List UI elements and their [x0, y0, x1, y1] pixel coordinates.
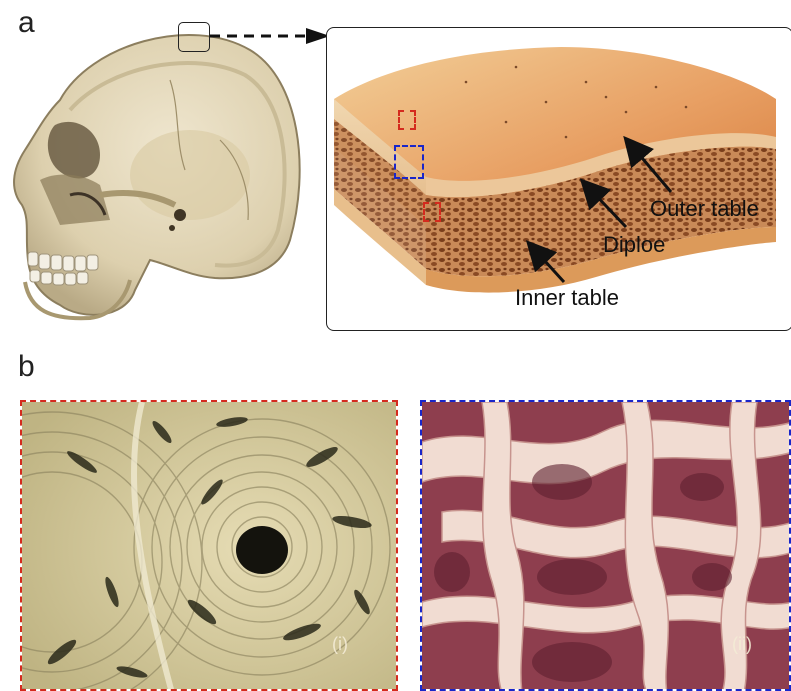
skull-selection-box: [178, 22, 210, 52]
panel-b-letter: b: [18, 352, 35, 382]
zoom-arrow: [208, 26, 333, 46]
osteon-micrograph: (i): [20, 400, 398, 691]
diploe-arrow: [588, 187, 626, 227]
annotation-arrows: [326, 27, 791, 329]
diploe-label: Diploe: [603, 232, 665, 258]
skull-illustration: [0, 20, 320, 340]
image-label-i: (i): [332, 634, 348, 655]
outer-table-arrow: [631, 145, 671, 192]
inner-table-arrow: [534, 249, 564, 282]
outer-table-label: Outer table: [650, 196, 759, 222]
trabecular-micrograph: (ii): [420, 400, 791, 691]
image-label-ii: (ii): [732, 634, 752, 655]
inner-table-label: Inner table: [515, 285, 619, 311]
